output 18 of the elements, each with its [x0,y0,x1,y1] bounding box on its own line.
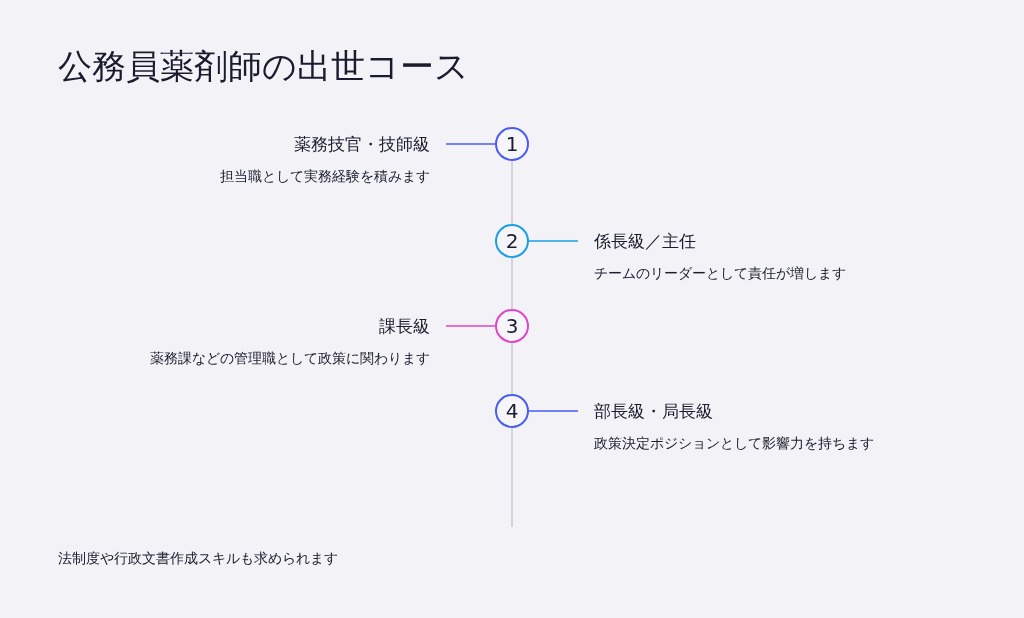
step-heading: 課長級 [378,315,430,338]
connector-line [445,143,496,145]
step-description: 担当職として実務経験を積みます [219,167,430,186]
step-heading: 薬務技官・技師級 [293,133,430,156]
connector-line [528,240,579,242]
step-description: チームのリーダーとして責任が増します [594,264,847,283]
note-text: 法制度や行政文書作成スキルも求められます [58,550,338,568]
step-heading: 係長級／主任 [594,230,697,253]
title: 公務員薬剤師の出世コース [58,45,469,88]
connector-line [445,325,496,327]
step-number-circle: 2 [495,224,529,258]
step-description: 政策決定ポジションとして影響力を持ちます [594,434,875,453]
step-number-circle: 3 [495,309,529,343]
step-description: 薬務課などの管理職として政策に関わります [149,349,430,368]
step-number-circle: 4 [495,394,529,428]
step-number-circle: 1 [495,127,529,161]
connector-line [528,410,579,412]
step-heading: 部長級・局長級 [594,400,714,423]
